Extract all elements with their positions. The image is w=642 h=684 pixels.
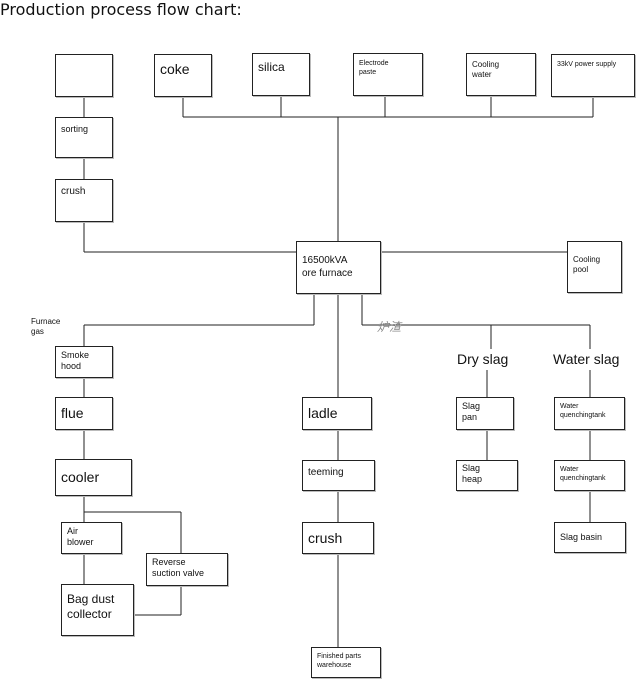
slag-basin-box: Slag basin — [554, 522, 626, 553]
power-supply-box: 33kV power supply — [551, 54, 635, 97]
slag-pan-box: Slag pan — [456, 397, 514, 430]
cooling-water-box: Cooling water — [466, 53, 536, 96]
crush-box-middle: crush — [302, 522, 374, 554]
finished-parts-warehouse-box: Finished parts warehouse — [311, 647, 381, 678]
slag-heap-box: Slag heap — [456, 460, 518, 491]
crush-box-top: crush — [55, 179, 113, 222]
furnace-gas-label: Furnace gas — [31, 317, 61, 336]
silica-box: silica — [252, 53, 310, 96]
smoke-hood-box: Smoke hood — [55, 346, 113, 378]
water-slag-label: Water slag — [553, 351, 620, 367]
bag-dust-collector-box: Bag dust collector — [61, 584, 134, 636]
slag-cn-label: 炉渣 — [377, 320, 402, 334]
reverse-suction-valve-box: Reverse suction valve — [146, 553, 228, 586]
dry-slag-label: Dry slag — [457, 351, 509, 367]
electrode-paste-box: Electrode paste — [353, 53, 423, 96]
raw-material-box — [55, 54, 113, 97]
page-title: Production process flow chart: — [0, 0, 242, 19]
teeming-box: teeming — [302, 460, 375, 491]
ladle-box: ladle — [302, 397, 372, 430]
cooler-box: cooler — [55, 459, 132, 496]
ore-furnace-box: 16500kVA ore furnace — [296, 241, 381, 294]
coke-box: coke — [154, 54, 212, 97]
water-quenching-tank-box-2: Water quenchingtank — [554, 460, 625, 491]
flue-box: flue — [55, 397, 113, 430]
water-quenching-tank-box-1: Water quenchingtank — [554, 397, 625, 430]
cooling-pool-box: Cooling pool — [567, 241, 622, 293]
air-blower-box: Air blower — [61, 522, 122, 554]
sorting-box: sorting — [55, 117, 113, 158]
